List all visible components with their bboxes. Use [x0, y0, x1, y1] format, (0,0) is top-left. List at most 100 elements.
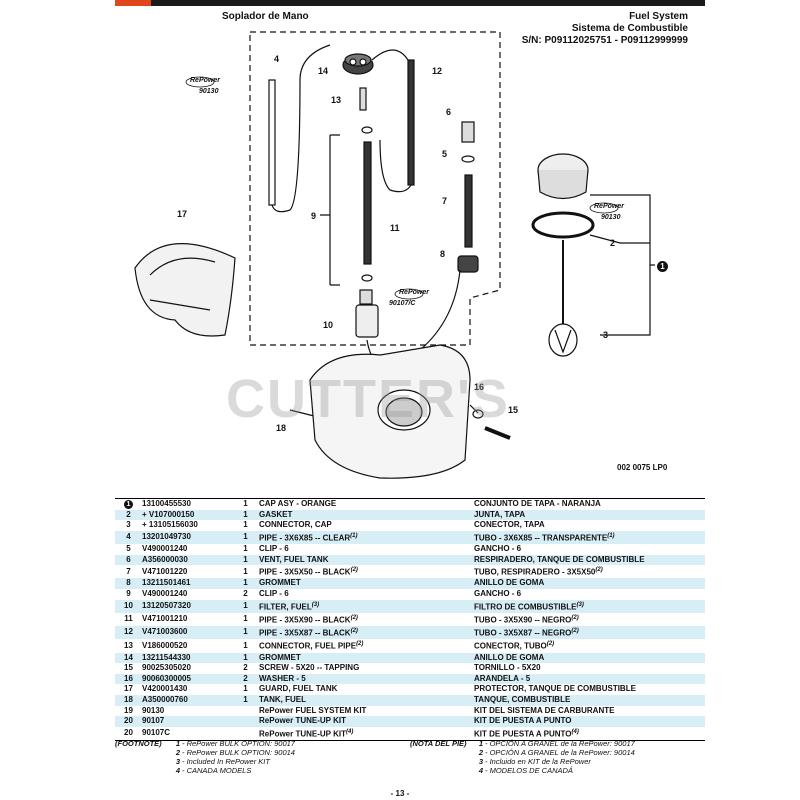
part-number-cell: 13201049730: [142, 532, 191, 542]
part-number-cell: 13100455530: [142, 497, 232, 510]
part-number-cell: V471003600: [142, 627, 188, 637]
qty-cell: 1: [243, 578, 248, 588]
description-es-cell: ANILLO DE GOMA: [474, 578, 545, 588]
description-es-cell: KIT DE PUESTA A PUNTO: [474, 716, 572, 726]
footnote-text: - OPCIÓN A GRANEL de la RePower: 90014: [485, 748, 635, 757]
part-number-cell: V186000520: [142, 640, 188, 650]
callout-18: 18: [276, 423, 287, 433]
part-number-cell: 90130: [142, 705, 165, 715]
part-number-cell: 90025305020: [142, 663, 191, 673]
footnote-text: - CANADA MODELS: [182, 766, 252, 775]
footnotes-es: (NOTA DEL PIE) 1- OPCIÓN A GRANEL de la …: [410, 739, 705, 775]
footnote-item: 1- OPCIÓN A GRANEL de la RePower: 90017: [473, 739, 705, 748]
part-number-cell: 90107: [142, 716, 165, 726]
description-en-cell: VENT, FUEL TANK: [259, 554, 329, 564]
footnote-item: 4- CANADA MODELS: [170, 766, 395, 775]
ref-cell: 3: [126, 520, 131, 530]
callout-13: 13: [331, 95, 342, 105]
qty-cell: 1: [232, 497, 259, 510]
qty-cell: 2: [243, 673, 248, 683]
description-en-cell: PIPE - 3X5X87 -- BLACK(2): [259, 628, 358, 638]
qty-cell: 1: [243, 684, 248, 694]
ref-cell: 16: [124, 673, 133, 683]
callout-11: 11: [390, 223, 400, 233]
ref-cell: 14: [124, 652, 133, 662]
description-es-cell: RESPIRADERO, TANQUE DE COMBUSTIBLE: [474, 554, 645, 564]
description-es-cell: GANCHO - 6: [474, 589, 522, 599]
repower-code-1: 90130: [199, 88, 219, 95]
footnote-number: 1: [478, 739, 483, 748]
fuel-filter-10: [355, 304, 379, 338]
footnote-number: 3: [175, 757, 180, 766]
serial-range: S/N: P09112025751 - P09112999999: [521, 35, 688, 46]
footnote-label-es: (NOTA DEL PIE): [410, 739, 467, 748]
qty-cell: [232, 706, 259, 717]
footnote-text: - Incluido en KIT de la RePower: [485, 757, 591, 766]
footnote-ref: (4): [345, 728, 354, 735]
ref-cell: 9: [126, 589, 131, 599]
ref-cell: 2: [126, 509, 131, 519]
callout-12: 12: [432, 66, 443, 76]
qty-cell: 1: [243, 652, 248, 662]
description-en-cell: RePower TUNE-UP KIT(4): [259, 726, 474, 742]
assembly-box: [249, 31, 501, 346]
description-es-cell: GANCHO - 6: [474, 544, 522, 554]
footnote-text: - RePower BULK OPTION: 90014: [182, 748, 295, 757]
ref-cell: 5: [126, 544, 131, 554]
ref-cell: 17: [124, 684, 133, 694]
callout-10: 10: [323, 320, 334, 330]
qty-cell: 1: [243, 614, 248, 624]
repower-badges: [185, 76, 619, 300]
callout-1: 1: [657, 261, 668, 272]
ref-cell: 20: [115, 726, 142, 742]
description-en-cell: TANK, FUEL: [259, 695, 306, 705]
repower-logo-3: RePower: [399, 289, 429, 296]
description-es-cell: TANQUE, COMBUSTIBLE: [474, 695, 571, 705]
footnote-ref: (2): [571, 628, 579, 635]
part-number-cell: 13211544330: [142, 652, 191, 662]
footnote-item: 1- RePower BULK OPTION: 90017: [170, 739, 395, 748]
diagram-labels: 4 14 12 13 6 5 7 9 11 17 8 10 2 1 3 16 1…: [177, 54, 668, 433]
ref-cell: 15: [124, 663, 133, 673]
callout-2: 2: [610, 238, 616, 248]
exploded-parts-diagram: [134, 31, 655, 479]
page-title-es: Soplador de Mano: [222, 11, 309, 22]
qty-cell: [232, 726, 259, 742]
qty-cell: 1: [243, 532, 248, 542]
footnote-ref: (2): [350, 614, 358, 621]
page-number: - 13 -: [390, 789, 410, 798]
description-en-cell: WASHER - 5: [259, 673, 306, 683]
description-en-cell: GASKET: [259, 509, 293, 519]
repower-logo-1: RePower: [190, 77, 220, 84]
ref-cell: 1: [115, 497, 142, 510]
footnote-item: 4- MODELOS DE CANADÁ: [473, 766, 705, 775]
description-es-cell: TUBO - 3X5X90 -- NEGRO(2): [474, 614, 579, 625]
description-en-cell: GROMMET: [259, 652, 301, 662]
ref-cell: 11: [124, 614, 133, 624]
part-number-cell: V490001240: [142, 589, 188, 599]
description-en-cell: GUARD, FUEL TANK: [259, 684, 338, 694]
footnote-item: 2- RePower BULK OPTION: 90014: [170, 748, 395, 757]
footnote-ref: (2): [356, 641, 364, 648]
qty-cell: 1: [243, 695, 248, 705]
ref-cell: 4: [126, 532, 131, 542]
brand-accent: [115, 0, 151, 6]
qty-cell: 1: [243, 554, 248, 564]
part-number-cell: V471001220: [142, 566, 188, 576]
description-es-cell: KIT DEL SISTEMA DE CARBURANTE: [474, 705, 615, 715]
footnote-item: 3- Included In RePower KIT: [170, 757, 395, 766]
repower-code-2: 90130: [601, 214, 621, 221]
footnote-number: 3: [478, 757, 483, 766]
